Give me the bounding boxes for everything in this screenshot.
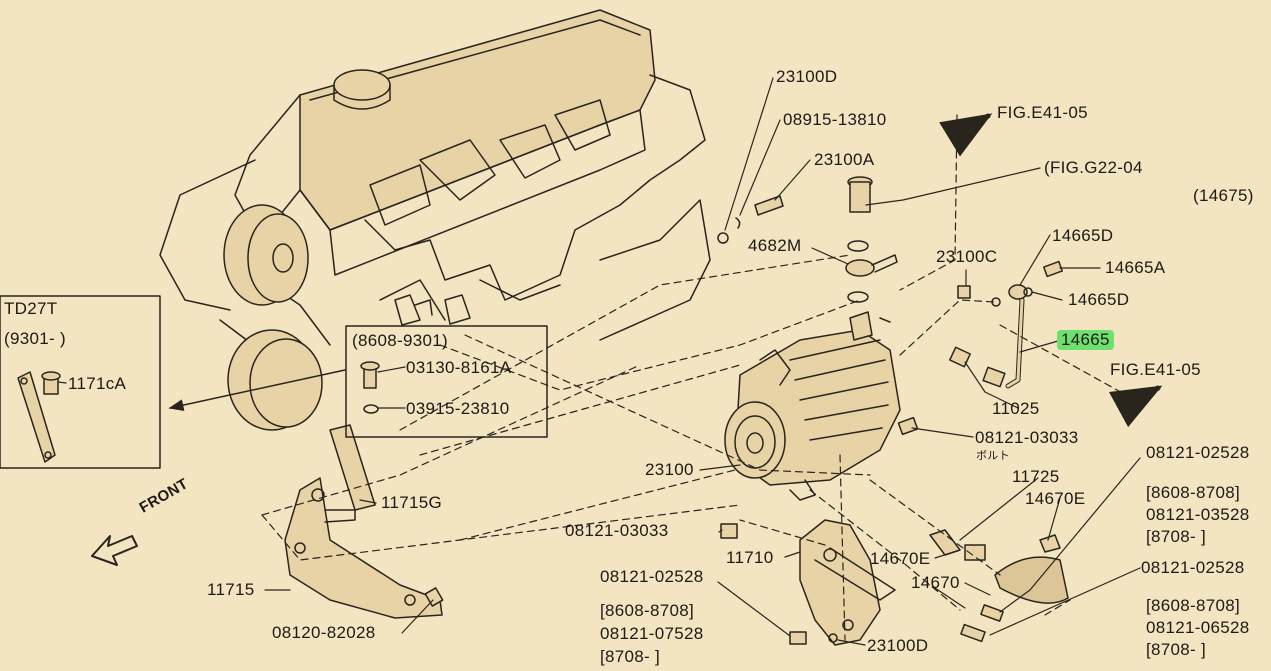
banjo-fitting-drawing — [717, 176, 898, 303]
variant-engine-label: TD27T — [4, 299, 58, 318]
part-label[interactable]: 23100A — [814, 150, 875, 169]
part-label[interactable]: 08121-02528 — [600, 567, 704, 586]
part-label[interactable]: 11715 — [207, 580, 255, 599]
part-label[interactable]: 08121-03528 — [1146, 505, 1250, 524]
part-label[interactable]: 08121-03033 — [565, 521, 669, 540]
figure-reference[interactable]: (14675) — [1193, 186, 1254, 205]
part-note: ボルト — [976, 450, 1010, 462]
part-label[interactable]: 08915-13810 — [783, 110, 887, 129]
variant-period-label: (9301- ) — [4, 329, 66, 348]
oil-pipe-drawing — [897, 260, 1063, 436]
part-label[interactable]: 03915-23810 — [406, 399, 510, 418]
alternator-drawing — [724, 311, 901, 501]
period-label: [8608-8708] — [1146, 596, 1241, 615]
inset-box-frame — [345, 325, 548, 438]
part-label[interactable]: 11715G — [381, 493, 443, 512]
part-label[interactable]: 23100D — [776, 67, 838, 86]
inset-parts-drawing — [360, 361, 380, 414]
assembly-lines — [261, 114, 1136, 641]
part-label[interactable]: 14665D — [1052, 226, 1114, 245]
part-label[interactable]: 23100 — [645, 460, 694, 479]
variant-box-frame — [0, 295, 161, 469]
part-label[interactable]: 08121-02528 — [1141, 558, 1245, 577]
figure-reference[interactable]: FIG.E41-05 — [1110, 360, 1201, 379]
pointer-arrow — [168, 369, 346, 411]
period-label: [8708- ] — [1146, 640, 1207, 659]
td27t-bracket-drawing — [17, 371, 61, 463]
part-label[interactable]: 08120-82028 — [272, 623, 376, 642]
part-label[interactable]: 14665A — [1105, 258, 1166, 277]
part-label[interactable]: 03130-8161A — [406, 358, 512, 377]
part-label[interactable]: 14670E — [870, 549, 931, 568]
part-label[interactable]: 08121-06528 — [1146, 618, 1250, 637]
part-label[interactable]: 14670 — [911, 573, 960, 592]
mounting-brackets — [284, 424, 444, 619]
part-label[interactable]: 1171cA — [68, 374, 127, 393]
period-label: [8608-8708] — [600, 601, 695, 620]
part-label[interactable]: 14670E — [1025, 489, 1086, 508]
inset-period-label: (8608-9301) — [352, 331, 448, 350]
figure-reference[interactable]: (FIG.G22-04 — [1044, 158, 1143, 177]
part-label[interactable]: 08121-07528 — [600, 624, 704, 643]
part-label[interactable]: 11710 — [726, 548, 774, 567]
leader-lines — [57, 77, 1141, 646]
period-label: [8608-8708] — [1146, 483, 1241, 502]
part-label[interactable]: 14665D — [1068, 290, 1130, 309]
part-label[interactable]: 08121-02528 — [1146, 443, 1250, 462]
part-label[interactable]: 11025 — [992, 399, 1040, 418]
part-label[interactable]: 11725 — [1012, 467, 1060, 486]
part-label[interactable]: 08121-03033 — [975, 428, 1079, 447]
period-label: [8708- ] — [600, 647, 661, 666]
ref-arrow-bottom — [1108, 385, 1163, 428]
part-label[interactable]: 23100D — [867, 636, 929, 655]
figure-reference[interactable]: FIG.E41-05 — [997, 103, 1088, 122]
part-label[interactable]: 23100C — [936, 247, 998, 266]
front-arrow-icon — [91, 535, 138, 566]
part-label-highlighted[interactable]: 14665 — [1057, 330, 1114, 350]
ref-arrow-top — [939, 113, 993, 157]
period-label: [8708- ] — [1146, 527, 1207, 546]
adjust-bar-drawing — [720, 519, 1069, 646]
part-label[interactable]: 4682M — [748, 236, 802, 255]
